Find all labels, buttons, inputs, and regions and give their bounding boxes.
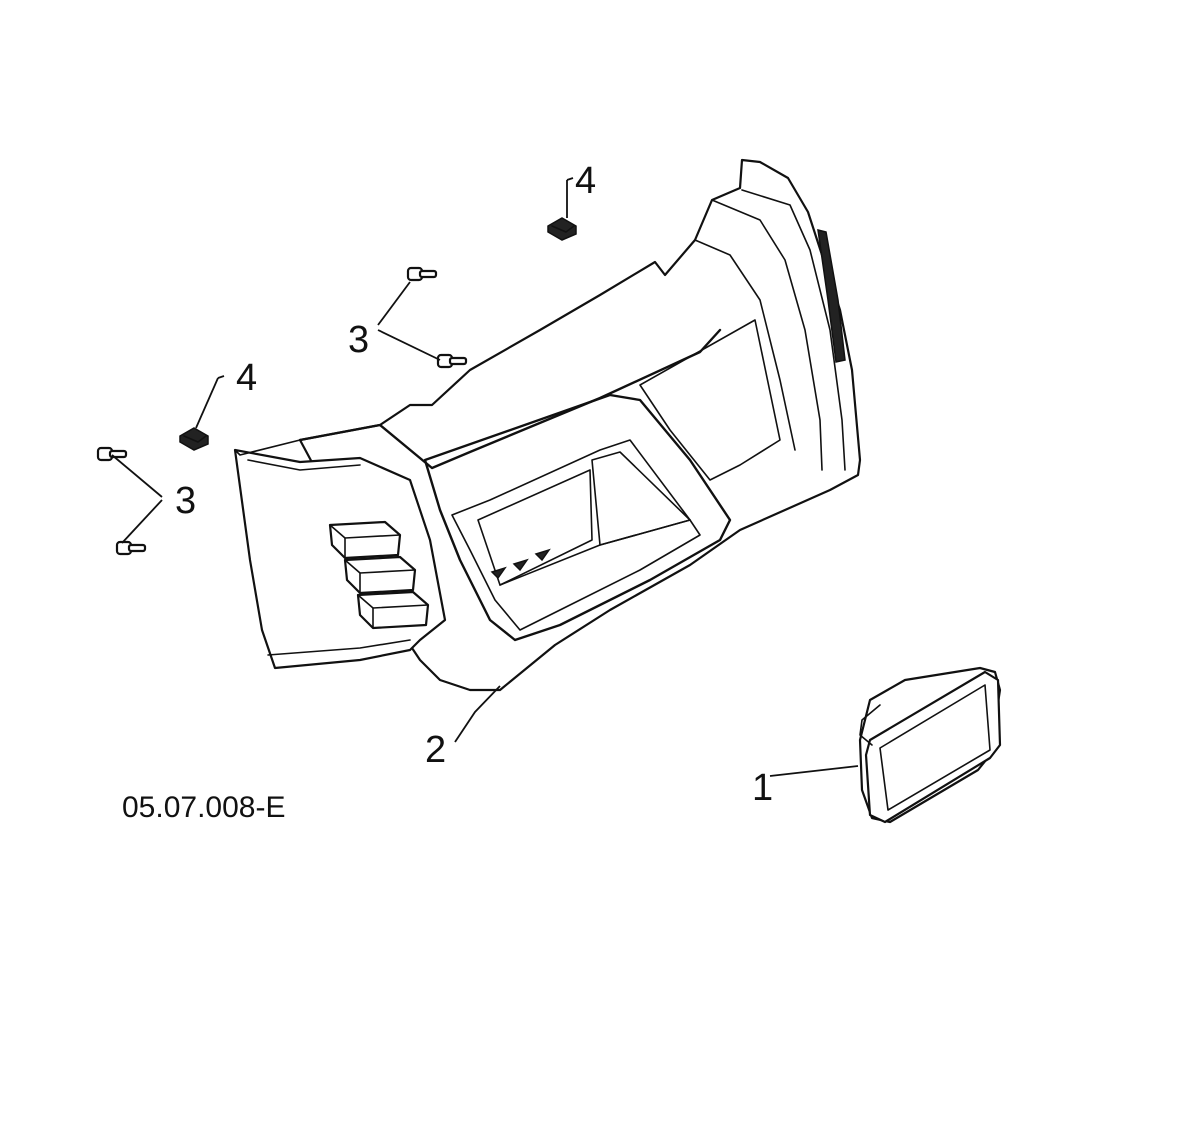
callout-part-1: 1 [752, 767, 773, 809]
screw-lower-b [115, 540, 147, 556]
callout-part-3-lower: 3 [175, 480, 196, 522]
leader-lines [111, 177, 859, 777]
diagram-code: 05.07.008-E [122, 791, 285, 824]
callout-part-2: 2 [425, 729, 446, 771]
screw-upper-b [436, 353, 468, 369]
hood-panel [233, 158, 862, 692]
callout-part-4-upper: 4 [575, 160, 596, 202]
screw-upper-a [406, 266, 438, 282]
callout-part-3-upper: 3 [348, 319, 369, 361]
callout-part-4-lower: 4 [236, 357, 257, 399]
clip-lower [179, 427, 209, 451]
screw-lower-a [96, 446, 128, 462]
clip-upper [547, 217, 577, 241]
headlight-lens [858, 666, 1002, 824]
